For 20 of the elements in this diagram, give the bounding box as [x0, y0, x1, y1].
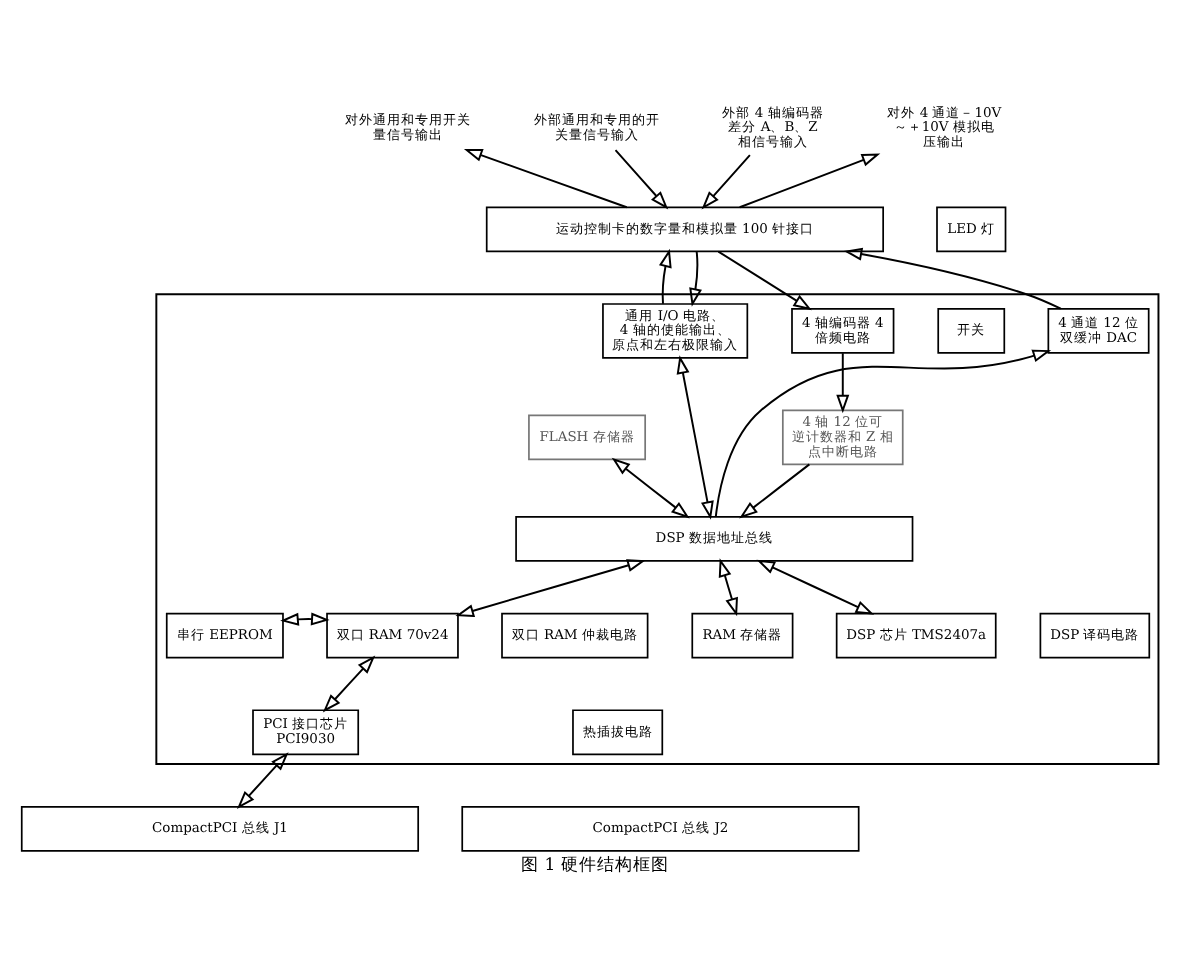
- arrow: [836, 351, 850, 413]
- arrow: [689, 249, 702, 306]
- caption: 图 1 硬件结构框图: [521, 854, 669, 875]
- arrow: [738, 152, 881, 208]
- arrow: [701, 153, 751, 209]
- arrow: [614, 148, 669, 209]
- arrow: [280, 611, 330, 625]
- arrow: [756, 558, 875, 614]
- arrow: [611, 456, 690, 518]
- arrow: [463, 147, 628, 208]
- arrow: [718, 557, 738, 616]
- arrow: [843, 246, 1062, 309]
- arrow: [676, 354, 714, 519]
- arrow: [717, 249, 812, 310]
- arrow: [236, 751, 289, 809]
- arrow: [739, 462, 811, 518]
- arrow: [659, 247, 672, 304]
- arrow: [714, 348, 1052, 517]
- arrow: [455, 558, 646, 616]
- arrow: [322, 654, 376, 712]
